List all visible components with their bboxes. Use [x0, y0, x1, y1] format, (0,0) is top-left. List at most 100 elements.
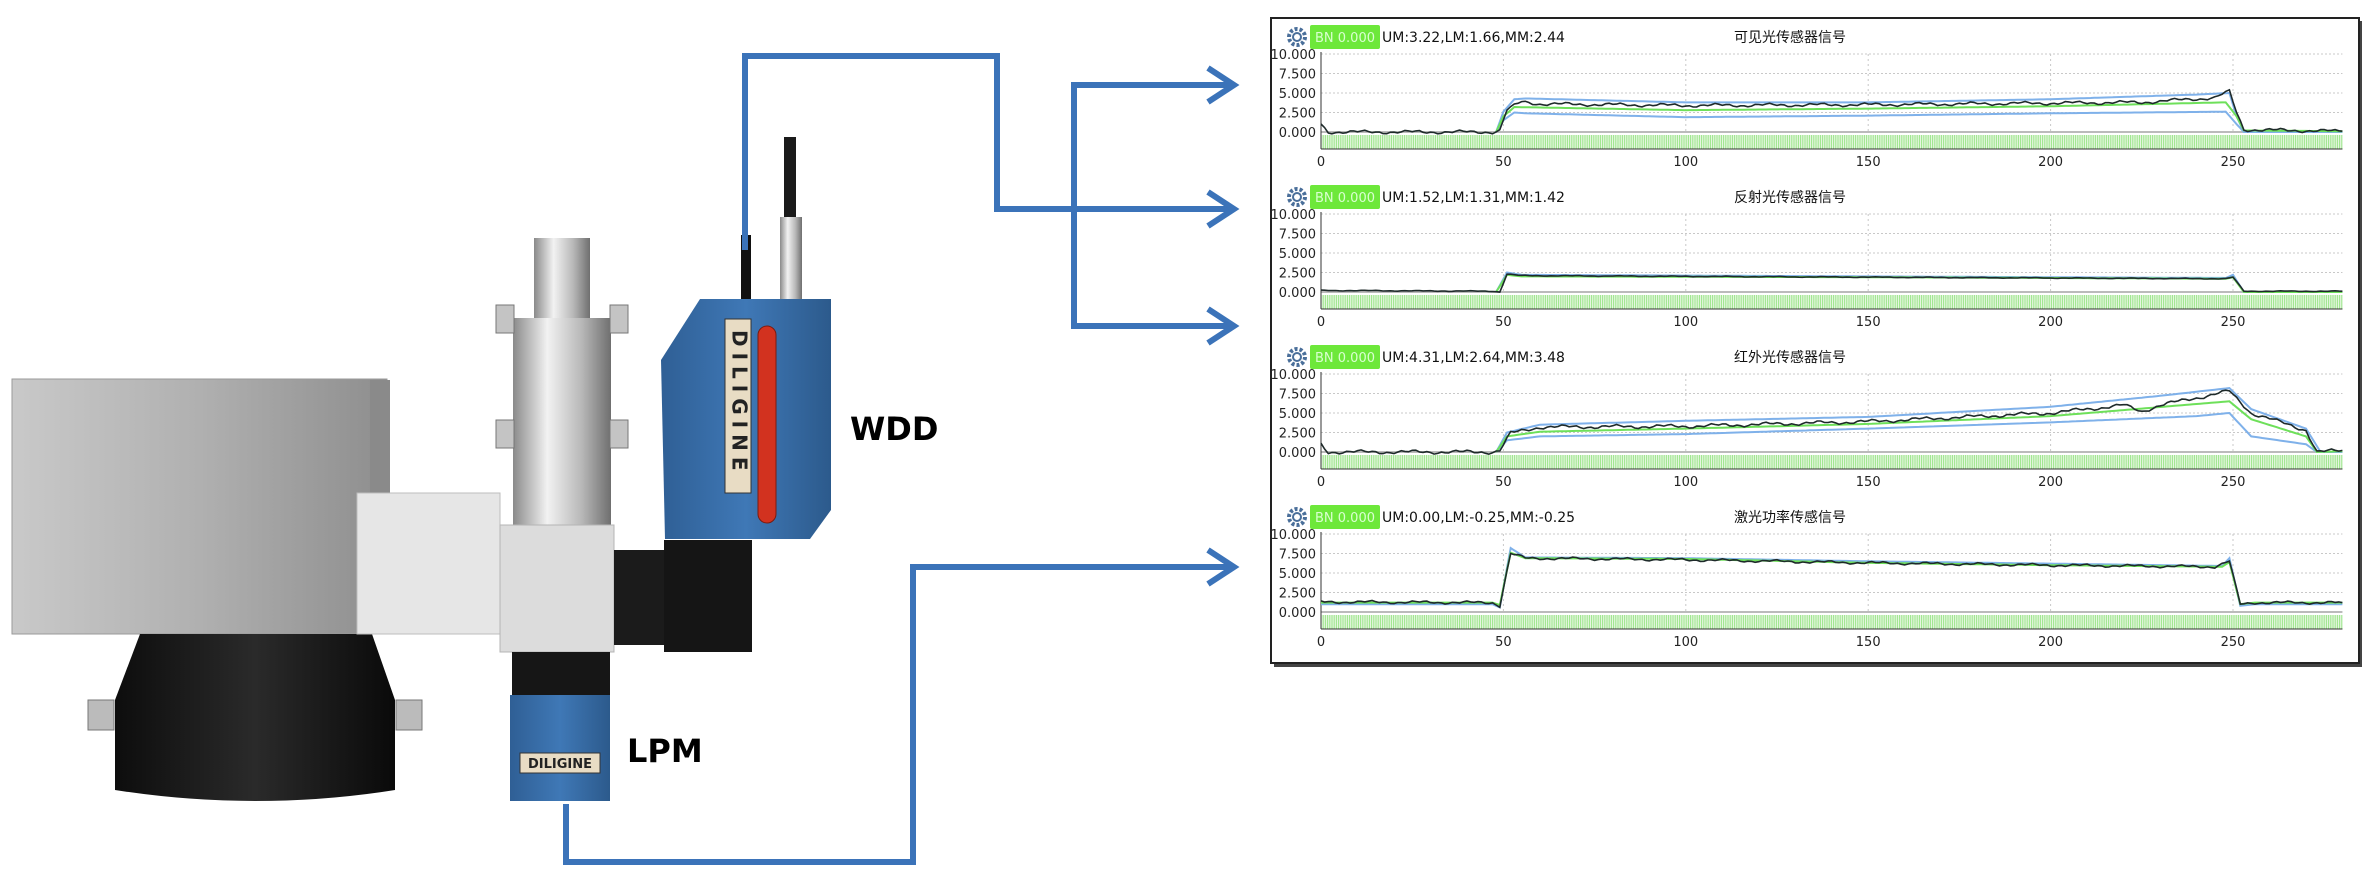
bn-badge-text: BN 0.000: [1315, 511, 1375, 526]
wdd-label: WDD: [850, 410, 938, 448]
focus-lens-cone: [115, 634, 395, 801]
y-tick-label: 0.000: [1279, 286, 1316, 301]
y-tick-label: 2.500: [1279, 267, 1316, 282]
lpm-label: LPM: [627, 732, 703, 770]
chart-panel: [1270, 17, 2360, 664]
series-line-3: [1320, 273, 2343, 293]
chart-1: BN 0.000 UM:3.22,LM:1.66,MM:2.44 可见光传感器信号 0…: [1271, 25, 2343, 170]
stats-text: UM:0.00,LM:-0.25,MM:-0.25: [1382, 510, 1575, 526]
gear-icon[interactable]: [1287, 507, 1307, 527]
stats-text: UM:4.31,LM:2.64,MM:3.48: [1382, 350, 1565, 366]
series-line-1: [1495, 91, 2343, 133]
series-line-2: [1495, 411, 2343, 453]
chart-3: BN 0.000 UM:4.31,LM:2.64,MM:3.48 红外光传感器信号 0…: [1271, 345, 2343, 490]
x-tick-label: 0: [1317, 635, 1325, 650]
wdd-connector: [780, 217, 802, 303]
chart-title: 反射光传感器信号: [1734, 189, 1846, 206]
chart-title: 激光功率传感信号: [1734, 509, 1846, 526]
marker-band: [1320, 455, 2343, 469]
x-tick-label: 0: [1317, 475, 1325, 490]
series-line-3: [1495, 400, 2343, 454]
wdd-connector-line: [742, 53, 1074, 250]
x-tick-label: 150: [1856, 635, 1881, 650]
laser-head-illustration: DILIGINE DILIGINE WDD LPM: [11, 137, 938, 801]
bn-badge[interactable]: [1310, 345, 1380, 369]
y-tick-label: 10.000: [1271, 368, 1317, 383]
series-line-4: [1320, 389, 2343, 456]
x-tick-label: 150: [1856, 155, 1881, 170]
arrow-right-icon: [1206, 306, 1240, 346]
wdd-sensor: DILIGINE: [661, 299, 831, 539]
connectors: [563, 53, 1240, 865]
y-tick-label: 0.000: [1279, 126, 1316, 141]
series-line-3: [1495, 101, 2343, 133]
x-tick-label: 100: [1673, 155, 1698, 170]
x-tick-label: 200: [2038, 315, 2063, 330]
fitting-cyl-r1: [609, 304, 629, 334]
fitting-cyl-l1: [495, 304, 515, 334]
chart-4: BN 0.000 UM:0.00,LM:-0.25,MM:-0.25 激光功率传感信…: [1271, 505, 2343, 650]
x-tick-label: 100: [1673, 635, 1698, 650]
optic-cylinder-top: [534, 238, 590, 318]
x-tick-label: 50: [1495, 155, 1512, 170]
coupler-block: [614, 550, 664, 645]
arrow-right-icon: [1206, 65, 1240, 105]
x-tick-label: 200: [2038, 155, 2063, 170]
y-tick-label: 5.000: [1279, 407, 1316, 422]
x-tick-label: 250: [2221, 475, 2246, 490]
lpm-mount: [512, 652, 610, 697]
fitting-cyl-r2: [609, 419, 629, 449]
wdd-mount-block: [664, 540, 752, 652]
bn-badge-text: BN 0.000: [1315, 351, 1375, 366]
fitting-right: [395, 699, 423, 731]
x-tick-label: 150: [1856, 475, 1881, 490]
wdd-branch-line: [1071, 82, 1230, 329]
lpm-brand-plate: [519, 752, 601, 774]
fitting-cyl-l2: [495, 419, 515, 449]
fitting-left: [87, 699, 115, 731]
y-tick-label: 2.500: [1279, 107, 1316, 122]
y-tick-label: 2.500: [1279, 427, 1316, 442]
stats-text: UM:3.22,LM:1.66,MM:2.44: [1382, 30, 1565, 46]
adapter-plate: [356, 492, 501, 635]
bn-badge-text: BN 0.000: [1315, 191, 1375, 206]
x-tick-label: 250: [2221, 155, 2246, 170]
x-tick-label: 100: [1673, 315, 1698, 330]
y-tick-label: 5.000: [1279, 567, 1316, 582]
gear-icon[interactable]: [1287, 187, 1307, 207]
y-tick-label: 0.000: [1279, 446, 1316, 461]
series-line-2: [1495, 110, 2343, 133]
y-tick-label: 10.000: [1271, 208, 1317, 223]
y-tick-label: 5.000: [1279, 247, 1316, 262]
lpm-sensor: DILIGINE: [510, 695, 610, 801]
x-tick-label: 0: [1317, 315, 1325, 330]
gear-icon[interactable]: [1287, 347, 1307, 367]
arrow-right-icon: [1206, 547, 1240, 587]
y-tick-label: 10.000: [1271, 48, 1317, 63]
wdd-red-stripe: [757, 325, 777, 524]
series-line-4: [1320, 88, 2343, 135]
wdd-brand-plate: [724, 318, 752, 494]
bn-badge[interactable]: [1310, 25, 1380, 49]
bn-badge[interactable]: [1310, 185, 1380, 209]
chart-title: 可见光传感器信号: [1734, 29, 1846, 46]
wdd-connector-cable: [784, 137, 796, 217]
chart-title: 红外光传感器信号: [1734, 349, 1846, 366]
x-tick-label: 200: [2038, 475, 2063, 490]
x-tick-label: 0: [1317, 155, 1325, 170]
y-tick-label: 2.500: [1279, 587, 1316, 602]
x-tick-label: 50: [1495, 315, 1512, 330]
wdd-brand-text: DILIGINE: [728, 330, 752, 477]
lpm-brand-text: DILIGINE: [528, 757, 592, 772]
bn-badge[interactable]: [1310, 505, 1380, 529]
series-line-1: [1495, 386, 2343, 453]
gear-icon[interactable]: [1287, 27, 1307, 47]
sensor-charts: BN 0.000 UM:3.22,LM:1.66,MM:2.44 可见光传感器信号 0…: [1271, 25, 2343, 650]
y-tick-label: 7.500: [1279, 388, 1316, 403]
bn-badge-text: BN 0.000: [1315, 31, 1375, 46]
arrow-right-icon: [1206, 189, 1240, 229]
x-tick-label: 200: [2038, 635, 2063, 650]
optic-cylinder: [513, 318, 611, 525]
